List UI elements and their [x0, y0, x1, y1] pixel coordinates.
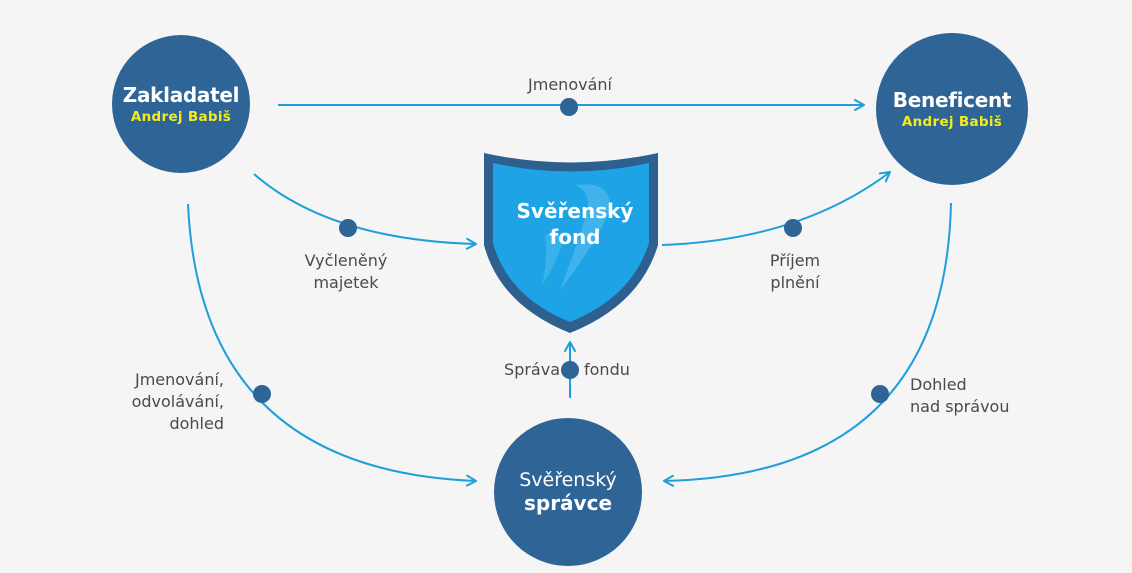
- trustee-title-line2: správce: [523, 491, 613, 515]
- label-separated-assets-line1: Vyčleněný: [304, 251, 388, 270]
- founder-node: Zakladatel Andrej Babiš: [112, 35, 250, 173]
- arrow-appoint-dismiss-supervise: [187, 203, 477, 487]
- label-separated-assets: Vyčleněný majetek: [286, 250, 406, 294]
- label-benefit-income: Příjem plnění: [735, 250, 855, 294]
- label-separated-assets-line2: majetek: [313, 273, 379, 292]
- founder-title: Zakladatel: [122, 83, 240, 107]
- trustee-node: Svěřenský správce: [494, 418, 642, 566]
- fund-title-line1: Svěřenský: [516, 199, 634, 223]
- arrow-separated-assets: [253, 173, 477, 250]
- beneficiary-subtitle: Andrej Babiš: [901, 114, 1003, 130]
- label-appoint-dismiss-supervise: Jmenování, odvolávání, dohled: [100, 369, 224, 435]
- fund-title-line2: fond: [549, 225, 601, 249]
- beneficiary-node: Beneficent Andrej Babiš: [876, 33, 1028, 185]
- dot-appointment: [560, 98, 578, 116]
- dot-management-supervision: [871, 385, 889, 403]
- label-supervision-line2: nad správou: [910, 397, 1010, 416]
- label-appoint-line1: Jmenování,: [134, 370, 224, 389]
- beneficiary-title: Beneficent: [892, 88, 1012, 112]
- founder-subtitle: Andrej Babiš: [130, 109, 232, 125]
- arrow-benefit-income: [661, 171, 891, 246]
- dot-benefit-income: [784, 219, 802, 237]
- arrow-management-supervision: [663, 202, 952, 487]
- label-appoint-line2: odvolávání,: [131, 392, 224, 411]
- label-appointment: Jmenování: [528, 75, 612, 94]
- label-fund-management-part2: fondu: [584, 360, 630, 379]
- dot-appoint-dismiss-supervise: [253, 385, 271, 403]
- label-fund-management-part1: Správa: [504, 360, 560, 379]
- dot-separated-assets: [339, 219, 357, 237]
- label-supervision-line1: Dohled: [910, 375, 967, 394]
- label-management-supervision: Dohled nad správou: [910, 374, 1050, 418]
- dot-fund-management: [561, 361, 579, 379]
- label-appoint-line3: dohled: [169, 414, 224, 433]
- trustee-title-line1: Svěřenský: [519, 469, 617, 491]
- fund-title: Svěřenský fond: [490, 198, 660, 250]
- label-benefit-income-line2: plnění: [770, 273, 820, 292]
- label-benefit-income-line1: Příjem: [769, 251, 821, 270]
- fund-shield-icon: [484, 153, 658, 333]
